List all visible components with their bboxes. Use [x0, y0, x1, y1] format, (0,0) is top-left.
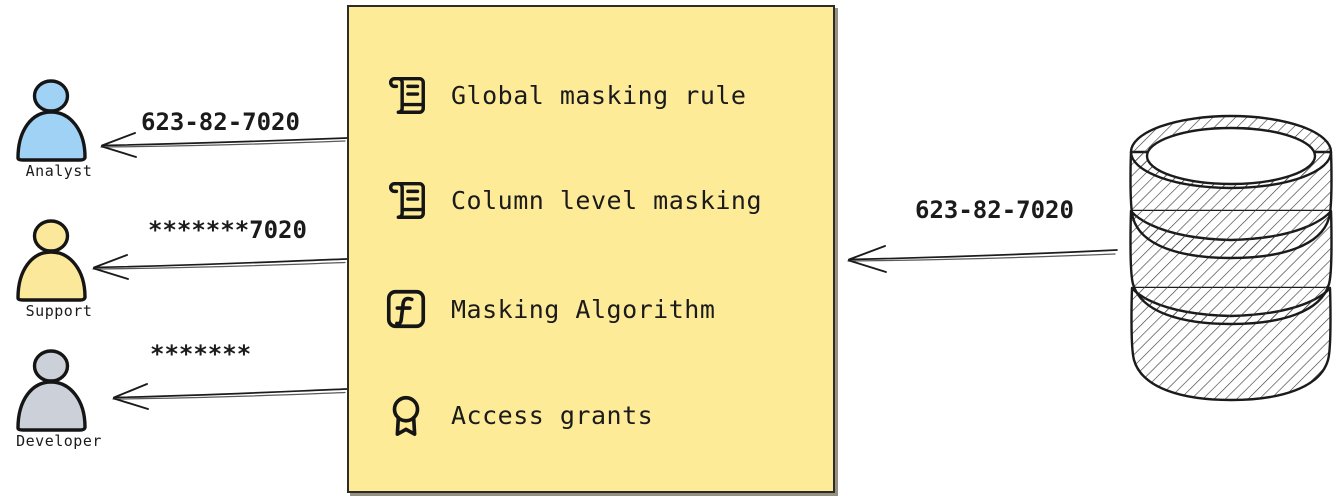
award-icon	[392, 395, 420, 436]
panel-label-global-masking-rule: Global masking rule	[451, 80, 747, 110]
arrow-label-developer: *******	[150, 340, 252, 368]
panel-row-column-level-masking[interactable]: Column level masking	[383, 170, 762, 230]
panel-label-access-grants: Access grants	[451, 400, 654, 430]
actor-developer[interactable]: Developer	[4, 348, 114, 450]
arrow-database-to-panel	[840, 240, 1120, 274]
actor-analyst[interactable]: Analyst	[4, 78, 114, 180]
actor-label-developer: Developer	[16, 432, 102, 450]
person-icon-analyst	[16, 79, 87, 162]
arrow-panel-to-support	[85, 248, 350, 282]
scroll-icon	[388, 181, 425, 219]
arrow-label-analyst: 623-82-7020	[141, 108, 300, 136]
masking-policy-panel: Global masking rule Column level masking…	[347, 5, 835, 493]
panel-row-global-masking-rule[interactable]: Global masking rule	[383, 65, 746, 125]
person-icon-developer	[16, 349, 87, 432]
panel-label-column-level-masking: Column level masking	[451, 185, 763, 215]
actor-support[interactable]: Support	[4, 218, 114, 320]
function-icon	[386, 289, 426, 329]
actor-label-support: Support	[25, 302, 93, 320]
panel-label-masking-algorithm: Masking Algorithm	[451, 294, 716, 324]
actor-label-analyst: Analyst	[25, 162, 93, 180]
panel-row-masking-algorithm[interactable]: Masking Algorithm	[383, 279, 715, 339]
arrow-panel-to-developer	[105, 378, 350, 412]
scroll-icon	[388, 76, 425, 114]
arrow-label-database: 623-82-7020	[915, 196, 1074, 224]
arrow-panel-to-analyst	[95, 126, 350, 160]
arrow-label-support: *******7020	[148, 216, 307, 244]
panel-row-access-grants[interactable]: Access grants	[383, 385, 653, 445]
database-cylinder-icon[interactable]	[1120, 108, 1340, 408]
person-icon-support	[16, 219, 87, 302]
